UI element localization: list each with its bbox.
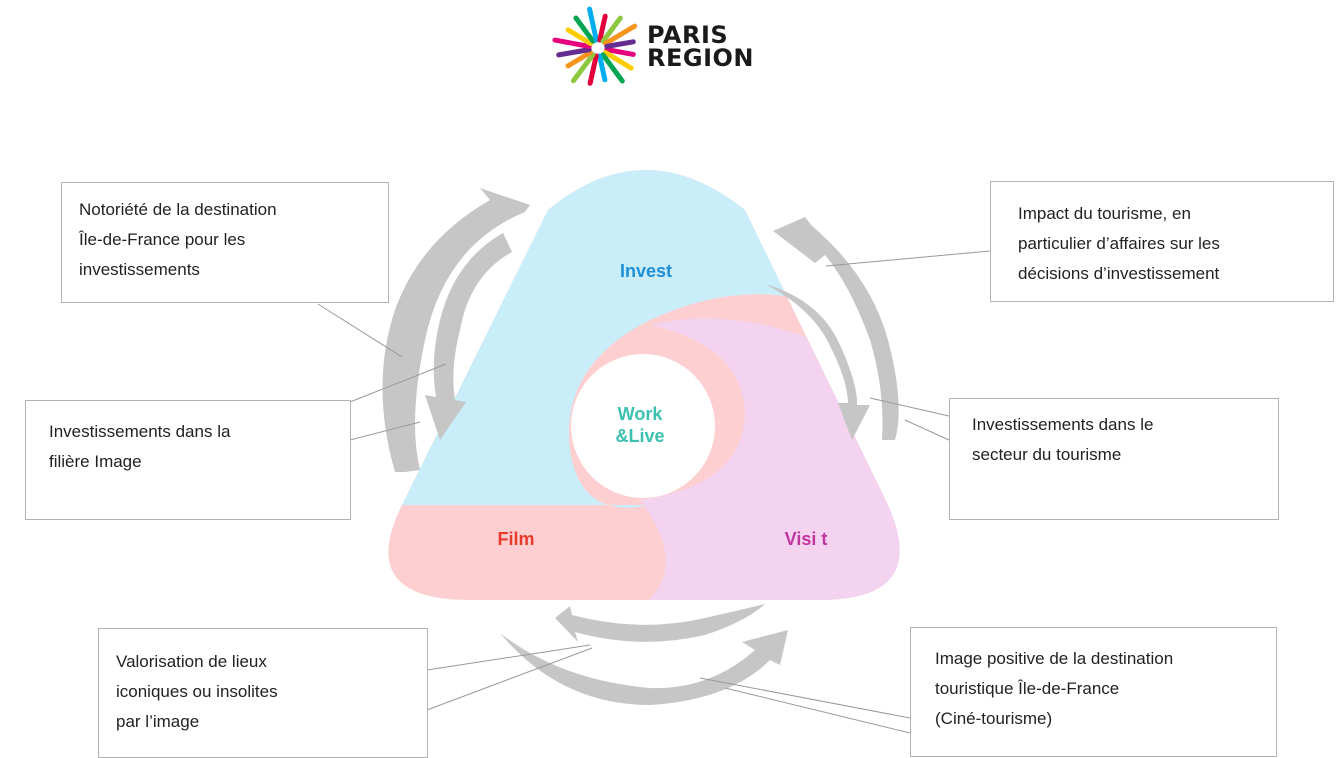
logo-ray <box>556 47 592 58</box>
logo-ray <box>565 27 593 46</box>
leader-bottom-right-b <box>724 687 911 734</box>
leader-mid-left-a <box>349 363 447 403</box>
logo-ray <box>604 39 636 49</box>
work-live-label-line2: &Live <box>615 426 664 446</box>
callout-bottom-right: Image positive de la destination tourist… <box>910 627 1277 757</box>
left-outer-arrow <box>382 188 530 472</box>
logo-ray <box>603 50 634 71</box>
leader-mid-right-a <box>869 397 950 417</box>
logo-ray <box>570 52 596 84</box>
logo-ray <box>600 52 625 84</box>
leader-mid-left-b <box>349 421 421 441</box>
leader-mid-right-b <box>904 419 950 441</box>
callout-mid-left: Investissements dans la filière Image <box>25 400 351 520</box>
logo-ray <box>604 47 636 57</box>
logo-ray <box>603 23 638 46</box>
right-outer-arrow <box>773 217 899 440</box>
logo-line-2: REGION <box>647 44 754 72</box>
left-inner-arrow <box>425 233 512 440</box>
logo-line-1: PARIS <box>647 21 729 49</box>
paris-region-logo-text: PARIS REGION <box>647 21 754 72</box>
callout-top-right: Impact du tourisme, en particulier d’aff… <box>990 181 1334 302</box>
bottom-inner-arrow <box>555 604 765 642</box>
leader-top-left <box>317 303 403 358</box>
bottom-outer-arrow <box>500 630 788 705</box>
logo-ray <box>600 15 623 44</box>
work-live-circle <box>571 354 715 498</box>
logo-ray <box>587 53 599 86</box>
leader-bottom-left-b <box>426 647 593 711</box>
leader-top-right <box>825 250 991 267</box>
logo-ray <box>587 6 599 43</box>
leader-lines <box>317 250 991 734</box>
invest-label: Invest <box>620 261 672 281</box>
leader-bottom-left-a <box>426 644 591 671</box>
work-live-label-line1: Work <box>618 404 664 424</box>
film-label: Film <box>497 529 534 549</box>
visit-label: Visi t <box>785 529 828 549</box>
leader-bottom-right-a <box>699 677 911 719</box>
logo-ray <box>565 50 593 69</box>
logo-ray <box>597 13 608 43</box>
logo-ray <box>597 53 608 83</box>
callout-top-left: Notoriété de la destination Île-de-Franc… <box>61 182 389 303</box>
paris-region-logo-mark <box>552 6 638 86</box>
logo-ray <box>573 15 596 44</box>
right-inner-arrow <box>765 284 870 440</box>
logo-ray <box>552 37 592 49</box>
arrows-group <box>382 188 899 705</box>
callout-mid-right: Investissements dans le secteur du touri… <box>949 398 1279 520</box>
callout-bottom-left: Valorisation de lieux iconiques ou insol… <box>98 628 428 758</box>
